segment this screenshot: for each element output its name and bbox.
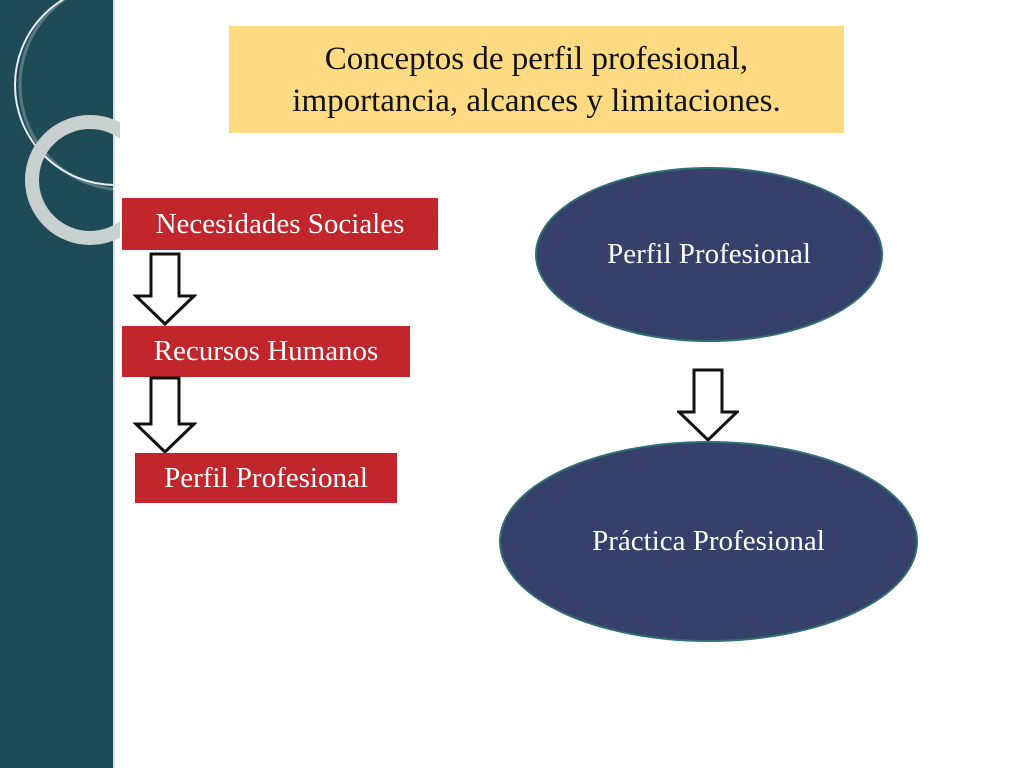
box-label: Recursos Humanos bbox=[153, 335, 379, 367]
decorative-ring-large bbox=[18, 0, 120, 192]
decorative-ring-thick bbox=[25, 115, 120, 245]
ellipse-label: Perfil Profesional bbox=[607, 238, 811, 270]
decorative-rings bbox=[14, 0, 120, 245]
ellipse-label: Práctica Profesional bbox=[592, 525, 825, 557]
ellipse-perfil-profesional: Perfil Profesional bbox=[535, 167, 883, 342]
box-recursos-humanos: Recursos Humanos bbox=[122, 326, 410, 377]
title-box: Conceptos de perfil profesional, importa… bbox=[229, 26, 844, 133]
down-arrow-icon bbox=[677, 368, 739, 442]
down-arrow-icon bbox=[133, 376, 197, 454]
slide-title-line-1: Conceptos de perfil profesional, bbox=[324, 40, 749, 77]
box-necesidades-sociales: Necesidades Sociales bbox=[122, 198, 438, 250]
ellipse-practica-profesional: Práctica Profesional bbox=[499, 441, 918, 642]
down-arrow-icon bbox=[133, 252, 197, 326]
side-band-edge bbox=[113, 0, 115, 768]
decorative-ring-outline bbox=[14, 0, 120, 186]
slide-title: Conceptos de perfil profesional, importa… bbox=[292, 38, 780, 122]
box-label: Perfil Profesional bbox=[164, 461, 368, 494]
slide-title-line-2: importancia, alcances y limitaciones. bbox=[292, 82, 781, 119]
box-label: Necesidades Sociales bbox=[155, 207, 405, 240]
box-perfil-profesional: Perfil Profesional bbox=[135, 453, 397, 503]
